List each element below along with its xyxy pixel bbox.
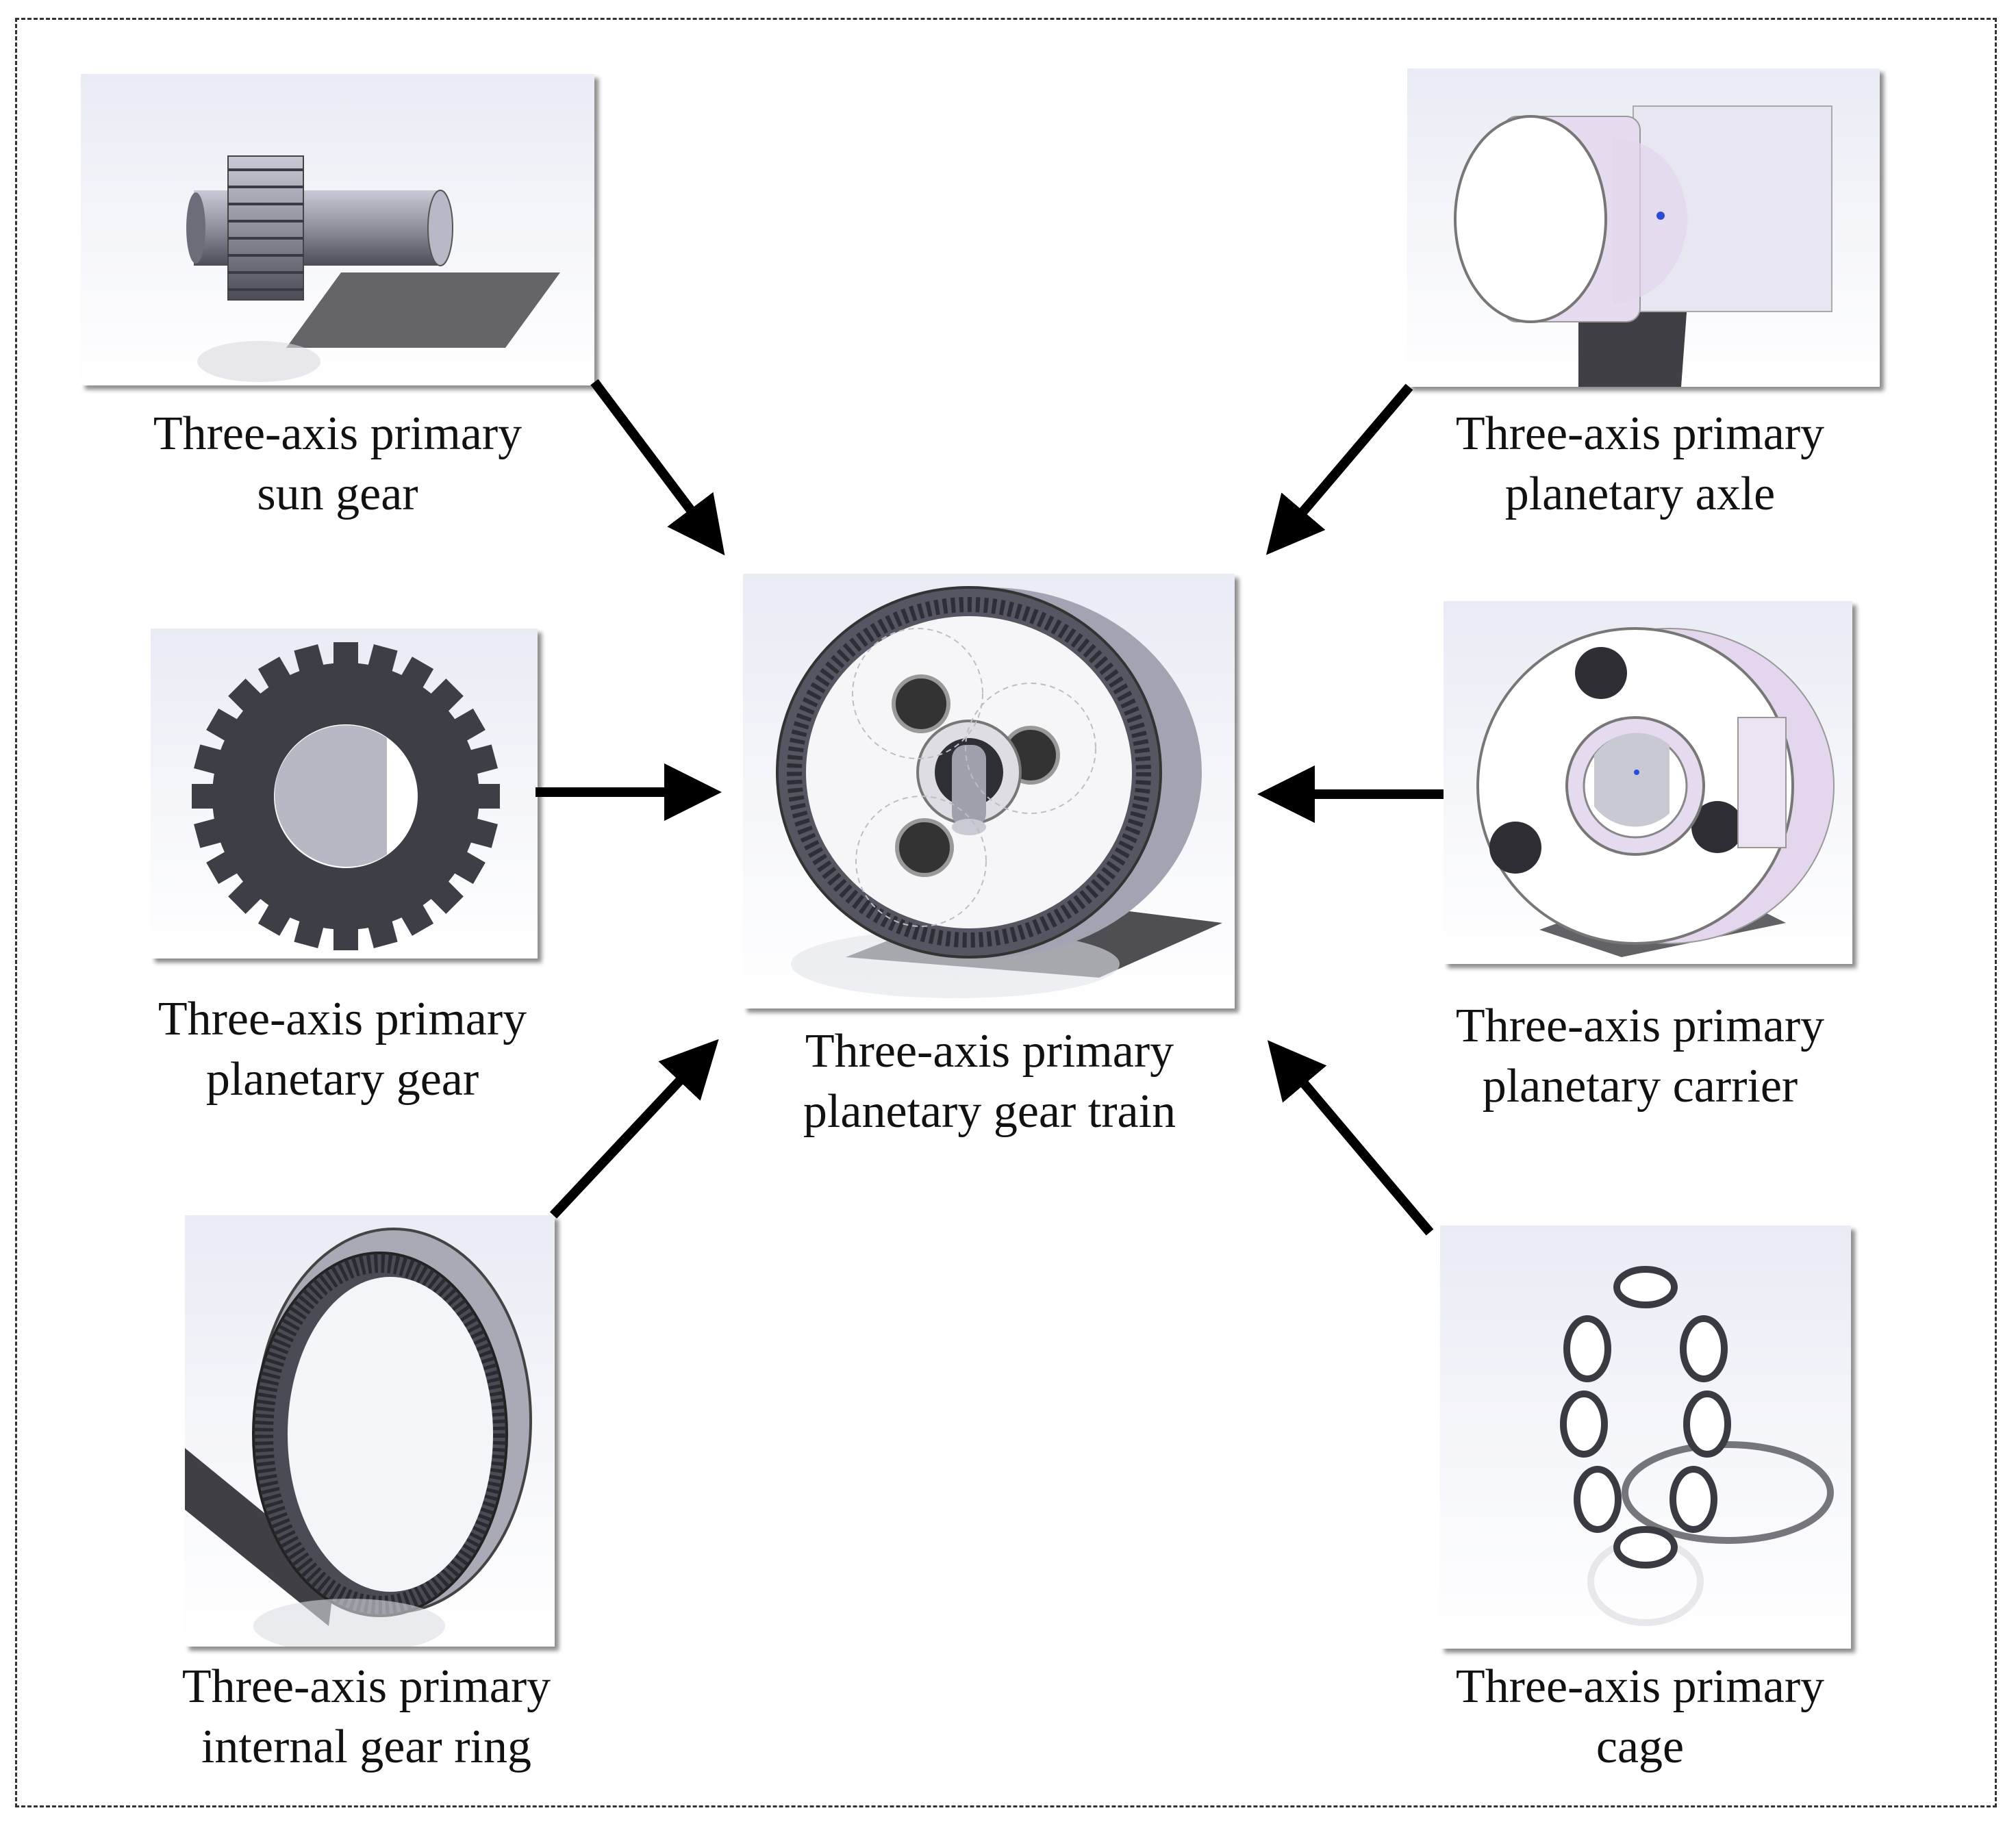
arrow-internal-gear-ring — [549, 1039, 719, 1219]
internal-gear-ring-image — [185, 1215, 555, 1647]
planetary-gear-image — [151, 629, 538, 959]
arrow-planetary-axle — [1265, 383, 1413, 555]
label-gear-train: Three-axis primary planetary gear train — [803, 1025, 1176, 1138]
arrow-cage — [1267, 1040, 1434, 1236]
cage-image — [1440, 1226, 1851, 1649]
label-sun-gear: Three-axis primary sun gear — [153, 407, 522, 520]
label-planetary-gear: Three-axis primary planetary gear — [158, 993, 527, 1106]
label-cage: Three-axis primary cage — [1455, 1660, 1825, 1773]
label-planetary-carrier: Three-axis primary planetary carrier — [1455, 1000, 1825, 1113]
gear-train-image — [743, 574, 1235, 1008]
dashed-frame — [15, 18, 1997, 1807]
planetary-carrier-image — [1444, 601, 1852, 964]
sun-gear-image — [81, 74, 594, 385]
label-planetary-axle: Three-axis primary planetary axle — [1455, 407, 1825, 520]
label-internal-gear-ring: Three-axis primary internal gear ring — [181, 1660, 551, 1773]
planetary-axle-image — [1407, 68, 1880, 387]
arrow-sun-gear — [590, 379, 725, 556]
